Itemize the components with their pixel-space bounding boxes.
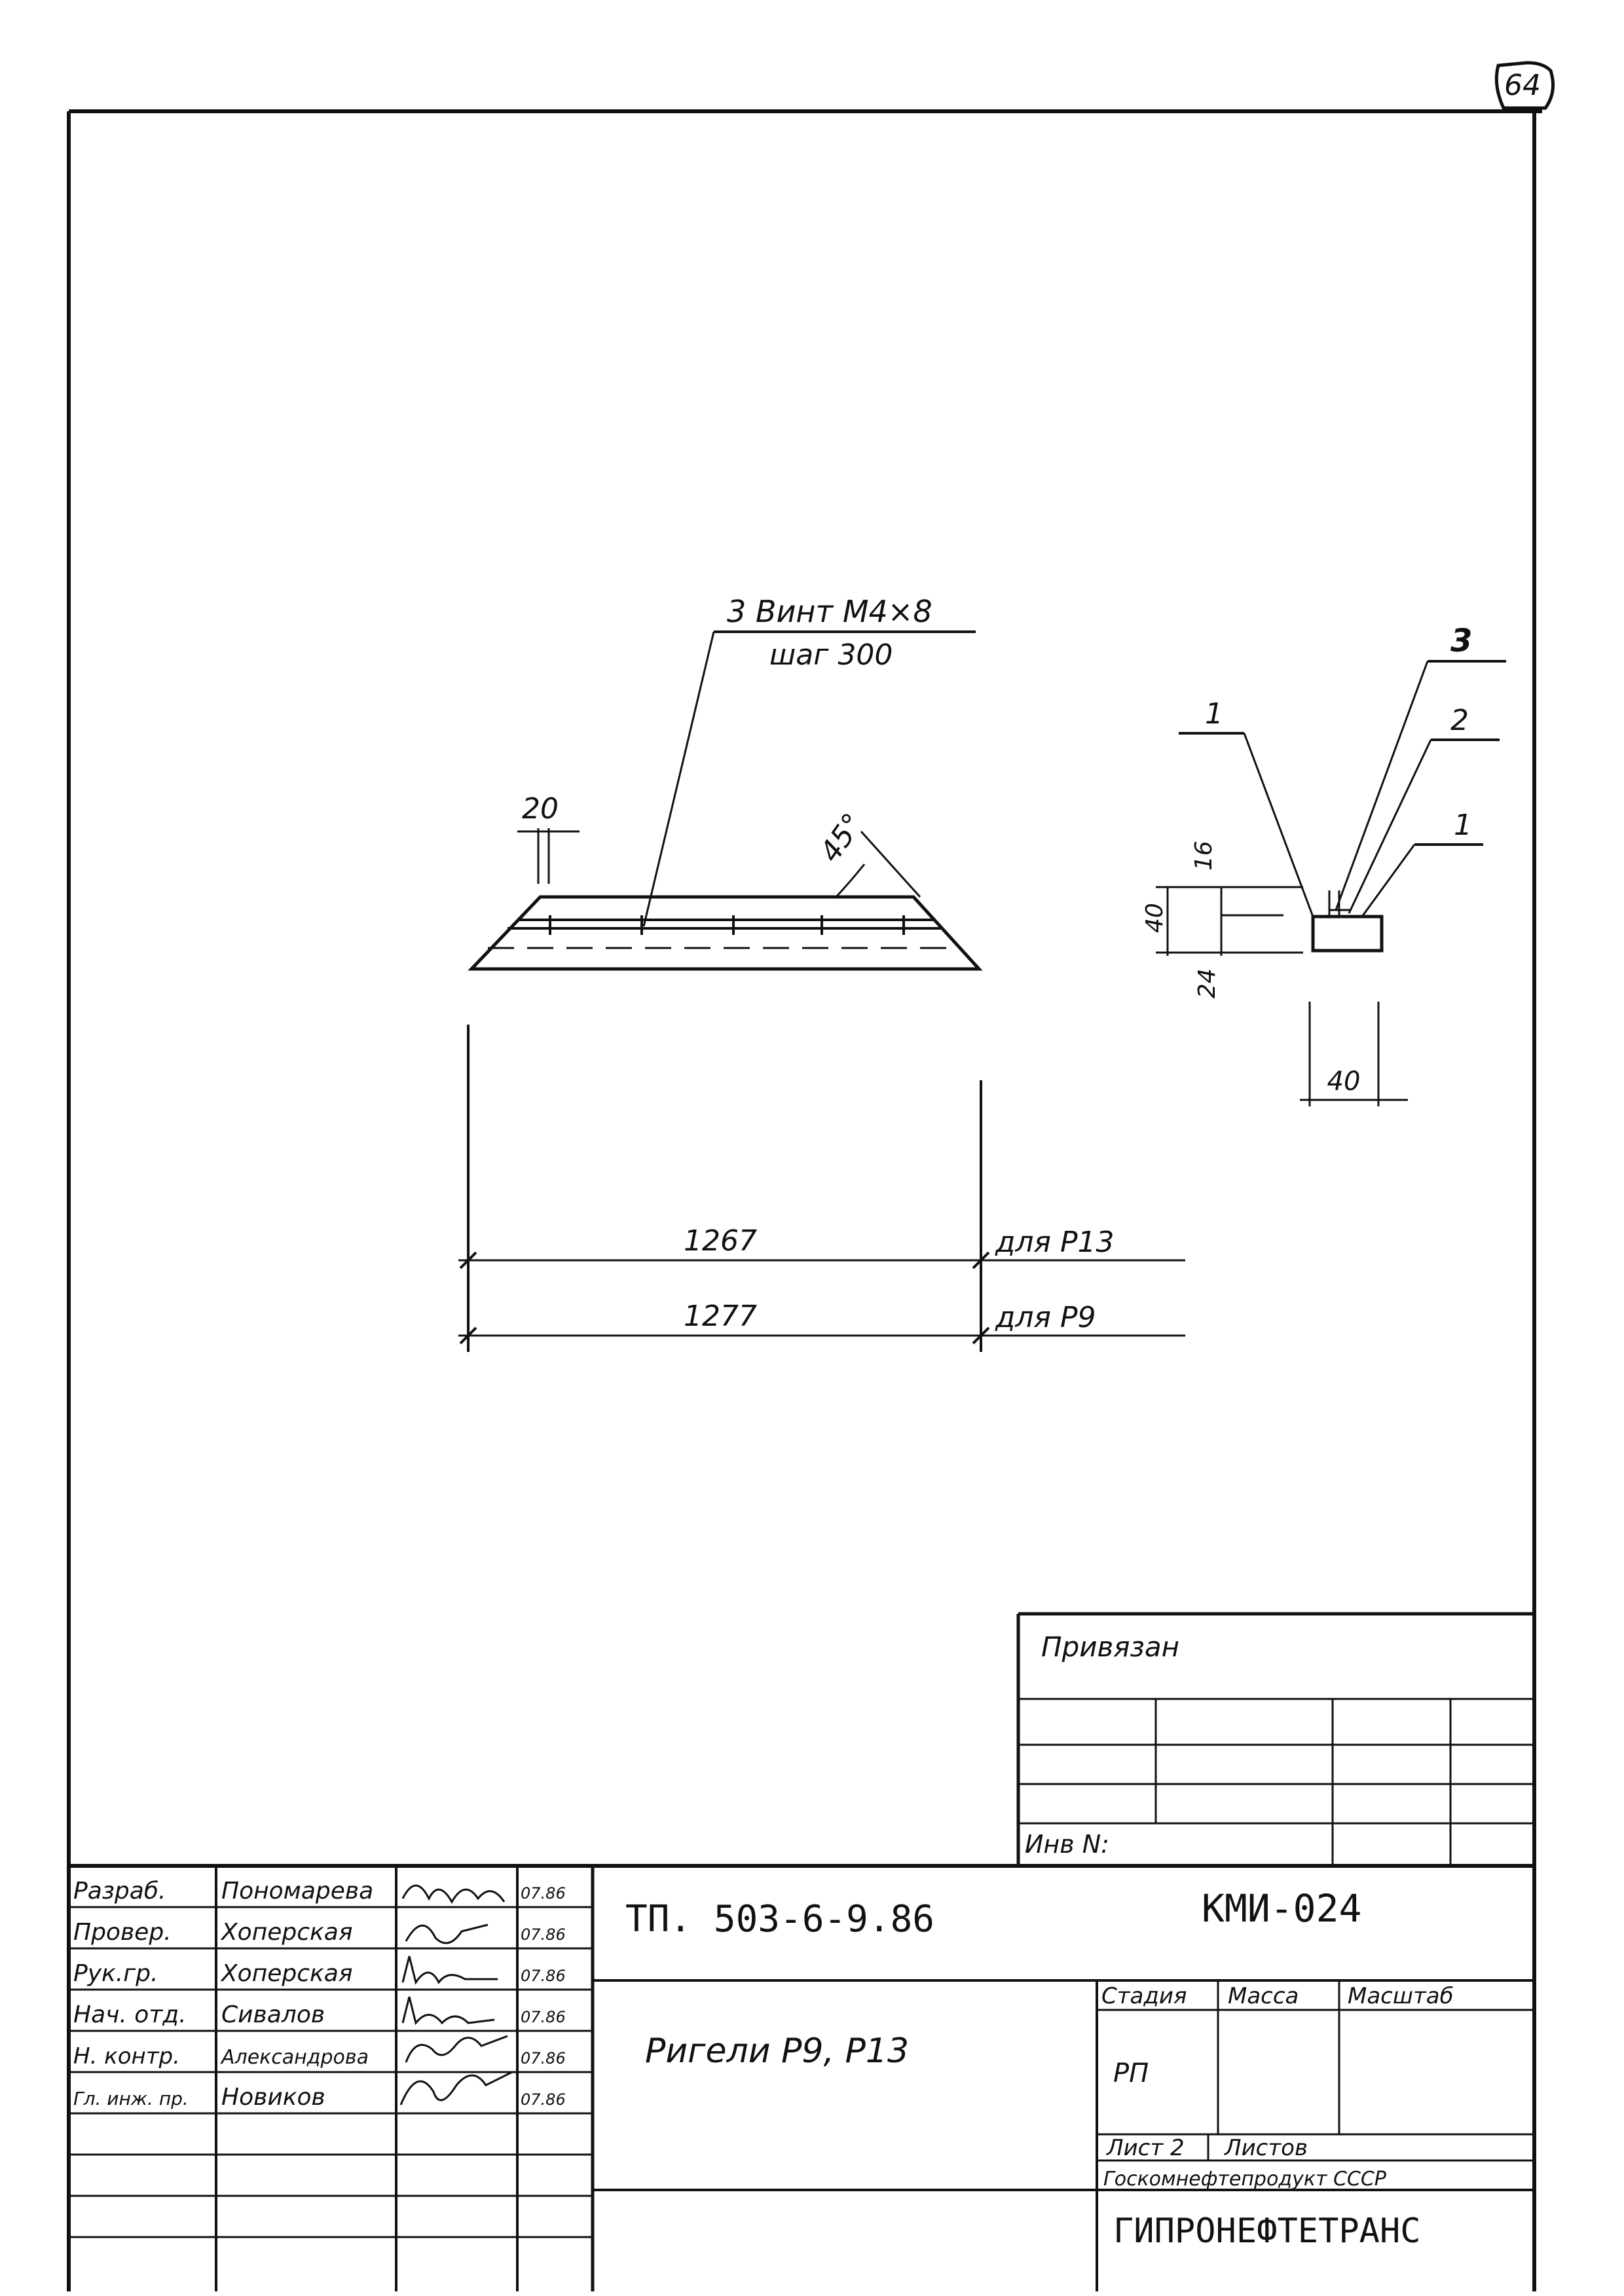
section-label-3: 3	[1450, 623, 1472, 659]
callout-pitch: шаг 300	[769, 638, 893, 672]
role-gl-inzh: Гл. инж. пр.	[73, 2088, 189, 2109]
date-nach-otd: 07.86	[521, 2008, 566, 2026]
title-block: Разраб. Пономарева 07.86 Провер. Хоперск…	[69, 1864, 1534, 2291]
role-prover: Провер.	[73, 1919, 172, 1946]
beam-view: 20 45° 3 Винт М4×8 шаг 300 1267 для Р13 …	[458, 594, 1185, 1352]
name-ruk-gr: Хоперская	[220, 1960, 352, 1987]
name-prover: Хоперская	[220, 1919, 352, 1946]
section-view: 1 3 2 1 16 40 24 40	[1141, 623, 1506, 1106]
label-p9: для Р9	[995, 1301, 1096, 1334]
privyazan-label: Привязан	[1041, 1631, 1179, 1663]
name-nach-otd: Сивалов	[221, 2001, 325, 2028]
dim-1267: 1267	[684, 1224, 757, 1258]
inv-label: Инв N:	[1025, 1830, 1109, 1859]
scale-label: Масштаб	[1348, 1983, 1454, 2009]
drawing-title: Ригели Р9, Р13	[645, 2032, 909, 2071]
page-number-text: 64	[1504, 69, 1541, 102]
role-n-kontr: Н. контр.	[73, 2043, 180, 2069]
stage-value: РП	[1113, 2058, 1149, 2088]
dim-24: 24	[1194, 968, 1221, 998]
sheets-total-label: Листов	[1223, 2135, 1308, 2161]
section-label-1-left: 1	[1205, 697, 1223, 731]
dim-45: 45°	[813, 807, 870, 868]
role-razrab: Разраб.	[73, 1878, 166, 1904]
dim-1277: 1277	[684, 1300, 757, 1333]
signature-scribbles	[399, 1884, 513, 2105]
section-label-1-right: 1	[1454, 809, 1472, 842]
dim-40-vertical: 40	[1141, 903, 1168, 933]
date-prover: 07.86	[521, 1925, 566, 1944]
org-ministry: Госкомнефтепродукт СССР	[1103, 2168, 1387, 2191]
role-ruk-gr: Рук.гр.	[73, 1960, 158, 1987]
date-n-kontr: 07.86	[521, 2049, 566, 2068]
sheet-number: Лист 2	[1105, 2135, 1185, 2161]
dim-20: 20	[522, 792, 559, 826]
role-nach-otd: Нач. отд.	[73, 2001, 187, 2028]
sheet-frame	[67, 108, 1542, 2291]
dim-16: 16	[1190, 841, 1217, 871]
org-name: ГИПРОНЕФТЕТРАНС	[1113, 2212, 1421, 2251]
name-gl-inzh: Новиков	[221, 2084, 325, 2111]
privyazan-block: Привязан Инв N:	[1016, 1612, 1534, 1866]
stage-label: Стадия	[1101, 1983, 1187, 2009]
document-code: ТП. 503-6-9.86	[625, 1898, 934, 1941]
date-ruk-gr: 07.86	[521, 1967, 566, 1985]
date-razrab: 07.86	[521, 1884, 566, 1903]
drawing-code: КМИ-024	[1202, 1886, 1361, 1931]
callout-screw: 3 Винт М4×8	[727, 594, 932, 629]
date-gl-inzh: 07.86	[521, 2090, 566, 2109]
section-label-2: 2	[1450, 704, 1469, 737]
mass-label: Масса	[1228, 1983, 1299, 2009]
page-number: 64	[1494, 61, 1555, 110]
dim-40-horizontal: 40	[1327, 1066, 1361, 1097]
name-razrab: Пономарева	[221, 1878, 373, 1904]
label-p13: для Р13	[995, 1226, 1115, 1259]
name-n-kontr: Александрова	[220, 2046, 369, 2069]
